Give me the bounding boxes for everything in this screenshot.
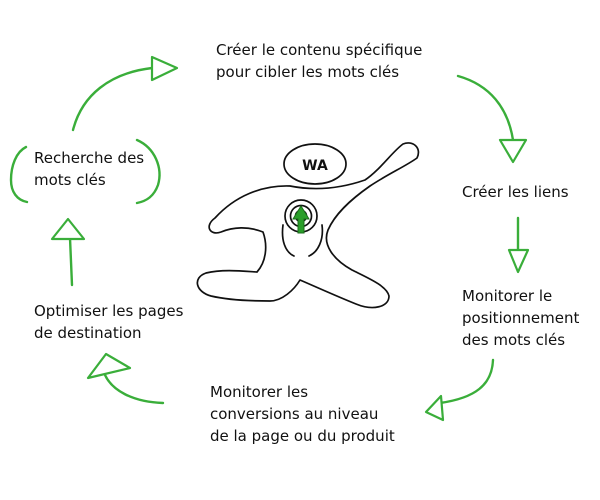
step-create-content: Créer le contenu spécifique pour cibler … <box>216 39 422 83</box>
research-bracket <box>9 138 161 205</box>
step-line: positionnement <box>462 309 580 327</box>
arrow-to-landing-pages <box>86 352 165 405</box>
step-optimize-landing-pages: Optimiser les pages de destination <box>34 300 183 344</box>
step-line: des mots clés <box>462 331 566 349</box>
stick-figure-icon <box>196 142 420 309</box>
step-monitor-ranking: Monitorer le positionnement des mots clé… <box>462 285 579 351</box>
head-badge: WA <box>283 143 347 185</box>
step-create-links: Créer les liens <box>462 181 569 203</box>
step-line: de la page ou du produit <box>210 427 395 445</box>
step-line: Recherche des <box>34 149 145 167</box>
badge-label: WA <box>302 158 328 174</box>
arrow-to-content <box>71 55 179 132</box>
step-line: Créer les liens <box>462 183 569 201</box>
step-line: Optimiser les pages <box>34 302 184 320</box>
step-line: Créer le contenu spécifique <box>216 41 423 59</box>
arrow-to-ranking <box>507 216 530 274</box>
step-line: mots clés <box>34 171 106 189</box>
step-keyword-research: Recherche des mots clés <box>34 147 144 191</box>
step-monitor-conversions: Monitorer les conversions au niveau de l… <box>210 381 395 447</box>
step-line: Monitorer le <box>462 287 553 305</box>
upward-arrow-icon <box>292 205 310 234</box>
arrow-to-conversions <box>424 358 495 422</box>
step-line: conversions au niveau <box>210 405 379 423</box>
step-line: de destination <box>34 324 142 342</box>
step-line: Monitorer les <box>210 383 309 401</box>
step-line: pour cibler les mots clés <box>216 63 400 81</box>
arrow-to-research <box>50 217 86 287</box>
arrow-to-links <box>456 74 528 164</box>
